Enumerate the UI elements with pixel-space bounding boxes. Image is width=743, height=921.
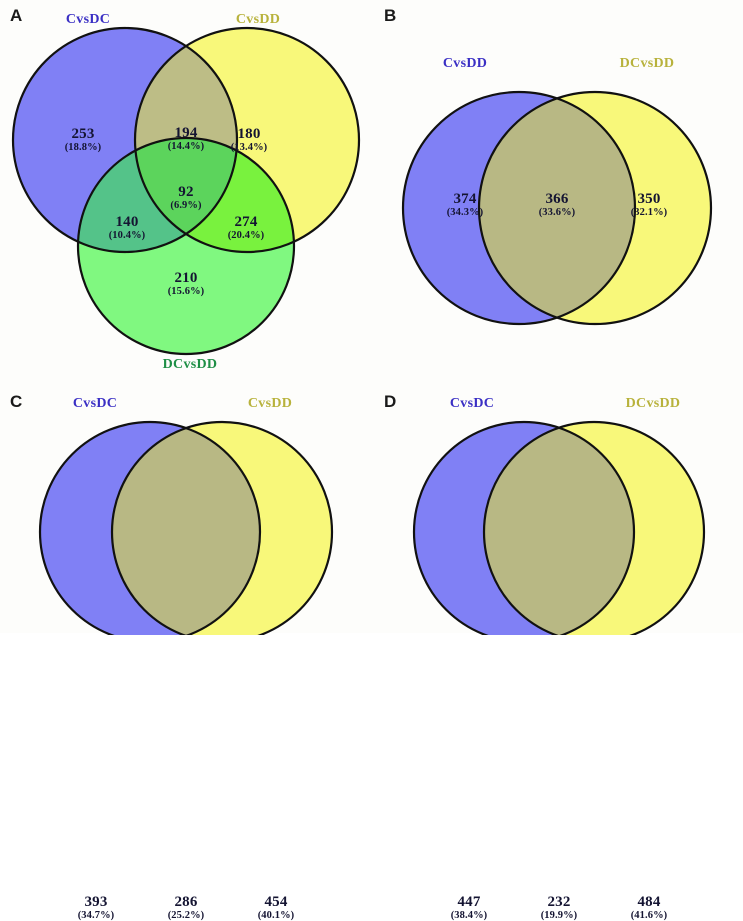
panel-a-label-cvsdd: CvsDD	[235, 12, 281, 27]
panel-d-venn-svg	[412, 420, 706, 635]
panel-a-outline-cvsdd	[133, 26, 361, 254]
panel-b-overlap	[479, 92, 635, 324]
panel-d-label-cvsdc: CvsDC	[449, 396, 495, 411]
panel-c-region-right-only: 454 (40.1%)	[257, 893, 295, 921]
panel-c-region-left-only: 393 (34.7%)	[77, 893, 115, 921]
region-count: 447	[457, 893, 481, 910]
region-count: 454	[264, 893, 288, 910]
panel-c-letter: C	[10, 392, 23, 411]
panel-d-outline-dcvsdd	[482, 420, 706, 635]
panel-c-outline-cvsdc	[38, 420, 262, 635]
region-percent: (34.7%)	[77, 909, 115, 921]
region-percent: (41.6%)	[630, 909, 668, 921]
panel-d-region-left-only: 447 (38.4%)	[450, 893, 488, 921]
panel-a-label-cvsdc: CvsDC	[65, 12, 111, 27]
panel-c-venn-svg	[38, 420, 334, 635]
panel-a-letter: A	[10, 6, 23, 25]
panel-d-region-intersection: 232 (19.9%)	[540, 893, 578, 921]
region-count: 286	[174, 893, 198, 910]
panel-a-outline-cvsdc	[11, 26, 239, 254]
panel-c-label-cvsdd: CvsDD	[247, 396, 293, 411]
region-percent: (38.4%)	[450, 909, 488, 921]
region-percent: (19.9%)	[540, 909, 578, 921]
region-count: 484	[637, 893, 661, 910]
panel-d-letter: D	[384, 392, 397, 411]
panel-c-label-cvsdc: CvsDC	[72, 396, 118, 411]
region-percent: (25.2%)	[167, 909, 205, 921]
panel-b-outline-dcvsdd	[477, 90, 713, 326]
panel-a-venn-svg	[11, 26, 361, 356]
panel-d-label-dcvsdd: DCvsDD	[625, 396, 681, 411]
panel-b-outline-cvsdd	[401, 90, 637, 326]
panel-b-label-dcvsdd: DCvsDD	[619, 56, 675, 71]
panel-b: B CvsDD DCvsDD 374 (34.3%) 366 (33.6%) 3…	[372, 0, 743, 360]
panel-c: C CvsDC CvsDD 393 (34.7%) 286 (25.2%) 45…	[0, 378, 372, 920]
panel-a-outline-dcvsdd	[76, 136, 296, 356]
panel-b-venn-svg	[401, 90, 713, 326]
panel-b-letter: B	[384, 6, 397, 25]
region-count: 393	[84, 893, 108, 910]
panel-d-overlap	[484, 422, 634, 635]
panel-a-label-dcvsdd: DCvsDD	[162, 357, 218, 372]
panel-c-overlap	[112, 422, 260, 635]
region-percent: (40.1%)	[257, 909, 295, 921]
panel-b-label-cvsdd: CvsDD	[442, 56, 488, 71]
panel-d: D CvsDC DCvsDD 447 (38.4%) 232 (19.9%) 4…	[372, 378, 743, 920]
panel-d-region-right-only: 484 (41.6%)	[630, 893, 668, 921]
panel-d-outline-cvsdc	[412, 420, 636, 635]
region-count: 232	[547, 893, 571, 910]
panel-c-region-intersection: 286 (25.2%)	[167, 893, 205, 921]
panel-a: A CvsDC CvsDD DCvsDD	[0, 0, 372, 378]
panel-c-outline-cvsdd	[110, 420, 334, 635]
